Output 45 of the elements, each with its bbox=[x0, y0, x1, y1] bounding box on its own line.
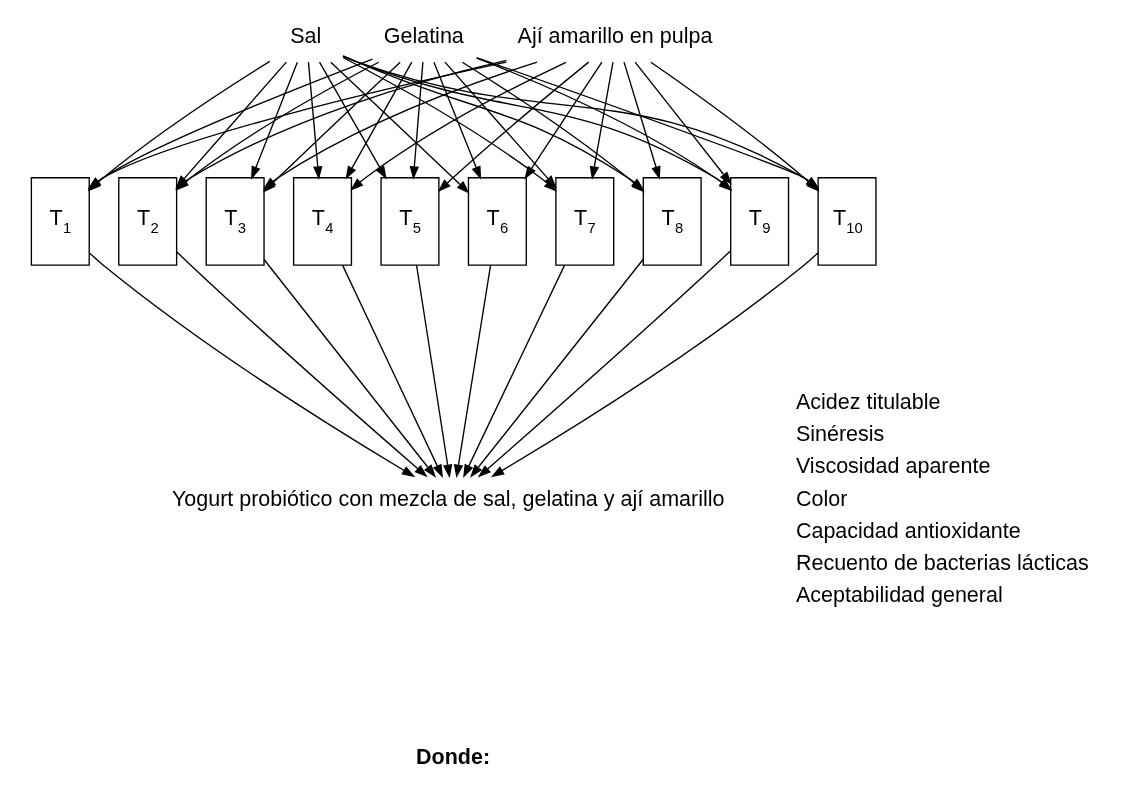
arrow bbox=[523, 61, 603, 180]
arrow bbox=[307, 61, 322, 180]
arrow bbox=[250, 61, 298, 180]
arrow bbox=[345, 61, 412, 180]
arrow bbox=[432, 61, 481, 180]
label: Sinéresis bbox=[795, 422, 884, 447]
arrow bbox=[622, 61, 660, 180]
node-text: Sal bbox=[289, 24, 321, 49]
node-box: T$_{5}$ bbox=[379, 177, 440, 266]
label: Acidez titulable bbox=[795, 389, 941, 414]
node-box: T$_{9}$ bbox=[729, 177, 789, 266]
node-box: T$_{2}$ bbox=[117, 177, 177, 266]
arrow bbox=[490, 252, 819, 478]
label: Viscosidad aparente bbox=[795, 454, 990, 479]
label: Donde: bbox=[415, 744, 490, 769]
arrow bbox=[415, 264, 452, 479]
arrow bbox=[443, 61, 557, 189]
label: Color bbox=[795, 486, 847, 511]
arrow bbox=[88, 252, 415, 478]
arrow bbox=[589, 61, 614, 180]
arrow bbox=[175, 251, 428, 478]
arrow bbox=[262, 258, 436, 478]
label: Recuento de bacterias lácticas bbox=[795, 551, 1089, 576]
arrow bbox=[262, 61, 538, 190]
node-box: T$_{6}$ bbox=[467, 177, 527, 266]
arrow bbox=[462, 264, 565, 478]
arrow bbox=[329, 61, 470, 194]
node-box: T$_{7}$ bbox=[554, 177, 614, 266]
node-text: Yogurt probiótico con mezcla de sal, gelatina y ají amarillo bbox=[171, 486, 724, 511]
node-box: T$_{4}$ bbox=[292, 177, 352, 266]
label: Capacidad antioxidante bbox=[795, 518, 1021, 543]
node-box: T$_{10}$ bbox=[816, 177, 877, 266]
node-box: T$_{3}$ bbox=[205, 177, 265, 266]
arrow bbox=[477, 250, 731, 478]
label: Aceptabilidad general bbox=[795, 583, 1003, 608]
node-text: Gelatina bbox=[383, 24, 464, 49]
arrow bbox=[453, 264, 491, 479]
arrow bbox=[633, 61, 732, 185]
node-text: Ají amarillo en pulpa bbox=[517, 24, 712, 49]
arrow bbox=[318, 61, 387, 180]
arrow bbox=[341, 264, 443, 478]
node-box: T$_{1}$ bbox=[30, 177, 90, 266]
arrow bbox=[469, 258, 644, 478]
node-box: T$_{8}$ bbox=[642, 177, 702, 266]
arrow bbox=[409, 61, 424, 180]
